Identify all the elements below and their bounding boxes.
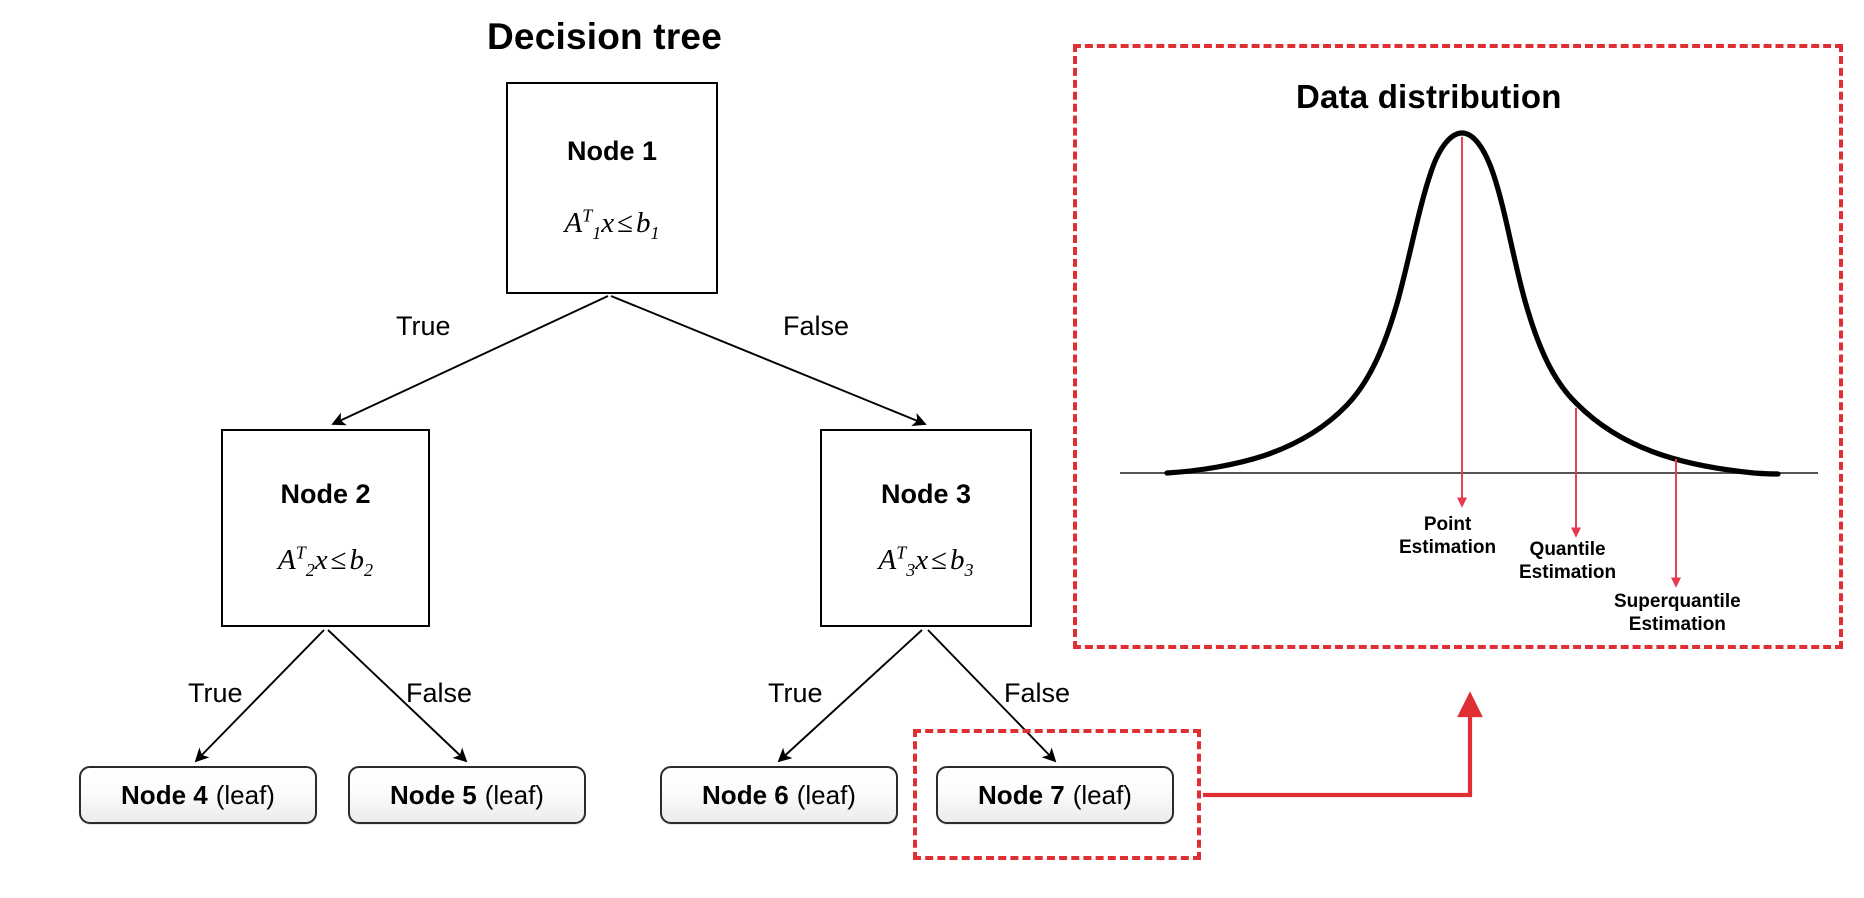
edge-label-node2-false: False (406, 678, 473, 708)
node-3-formula: AT3x≤b3 (878, 543, 974, 578)
formula-operator: ≤ (617, 207, 633, 239)
leaf-6-suffix: (leaf) (796, 779, 856, 810)
formula-matrix: A (878, 544, 897, 576)
formula-variable: x (915, 544, 929, 576)
edge-label-root-false: False (783, 311, 850, 341)
decision-node-3[interactable]: Node 3 AT3x≤b3 (820, 429, 1032, 627)
formula-matrix: A (564, 207, 583, 239)
edge-label-node3-true: True (768, 678, 823, 708)
formula-variable: x (314, 544, 328, 576)
leaf-node-6[interactable]: Node 6 (leaf) (660, 766, 898, 824)
decision-node-1[interactable]: Node 1 AT1x≤b1 (506, 82, 718, 294)
edge-root-to-node3 (610, 295, 927, 426)
superquantile-estimation-label: Superquantile Estimation (1614, 590, 1741, 636)
leaf-node-4[interactable]: Node 4 (leaf) (79, 766, 317, 824)
leaf7-highlight-box (913, 729, 1201, 860)
formula-transpose: T (295, 542, 306, 563)
formula-operator: ≤ (931, 544, 947, 576)
leaf-6-label: Node 6 (702, 779, 789, 810)
leaf-7-label: Node 7 (978, 779, 1065, 810)
formula-index: 3 (906, 559, 916, 580)
formula-operator: ≤ (330, 544, 347, 576)
node-3-label: Node 3 (880, 479, 972, 509)
edge-root-to-node2 (331, 295, 609, 426)
data-distribution-title: Data distribution (1296, 78, 1562, 115)
point-estimation-label: Point Estimation (1399, 513, 1496, 559)
quantile-estimation-line1: Quantile (1529, 539, 1606, 560)
decision-node-2[interactable]: Node 2 AT2x≤b2 (221, 429, 430, 627)
leaf-4-suffix: (leaf) (215, 779, 275, 810)
formula-transpose: T (582, 205, 593, 226)
edge-label-node2-true: True (188, 678, 243, 708)
leaf-5-label: Node 5 (390, 779, 477, 810)
superquantile-estimation-line2: Estimation (1628, 614, 1726, 636)
point-estimation-line2: Estimation (1399, 537, 1497, 559)
leaf-4-label: Node 4 (121, 779, 208, 810)
leaf7-to-distribution-connector (1203, 691, 1483, 798)
formula-rhs-index: 2 (364, 559, 373, 580)
leaf-5-suffix: (leaf) (484, 779, 544, 810)
formula-rhs: b (349, 544, 365, 576)
quantile-estimation-line2: Estimation (1519, 562, 1617, 584)
node-2-formula: AT2x≤b2 (278, 543, 373, 578)
formula-index: 2 (305, 559, 315, 580)
quantile-estimation-label: Quantile Estimation (1519, 538, 1616, 584)
point-estimation-line1: Point (1423, 514, 1472, 535)
edge-label-node3-false: False (1004, 678, 1071, 708)
formula-rhs-index: 1 (650, 222, 660, 243)
node-2-label: Node 2 (280, 479, 371, 509)
node-1-label: Node 1 (566, 136, 658, 166)
formula-rhs: b (636, 207, 651, 239)
edge-label-root-true: True (396, 311, 451, 341)
leaf-node-5[interactable]: Node 5 (leaf) (348, 766, 586, 824)
formula-index: 1 (592, 222, 602, 243)
formula-matrix: A (278, 544, 296, 576)
data-distribution-panel (1073, 44, 1843, 649)
decision-tree-title: Decision tree (487, 16, 722, 57)
formula-transpose: T (896, 542, 907, 563)
leaf-node-7[interactable]: Node 7 (leaf) (936, 766, 1174, 824)
superquantile-estimation-line1: Superquantile (1614, 591, 1741, 612)
formula-rhs-index: 3 (964, 559, 974, 580)
leaf-7-suffix: (leaf) (1072, 779, 1132, 810)
node-1-formula: AT1x≤b1 (564, 206, 660, 241)
formula-variable: x (601, 207, 615, 239)
formula-rhs: b (950, 544, 965, 576)
